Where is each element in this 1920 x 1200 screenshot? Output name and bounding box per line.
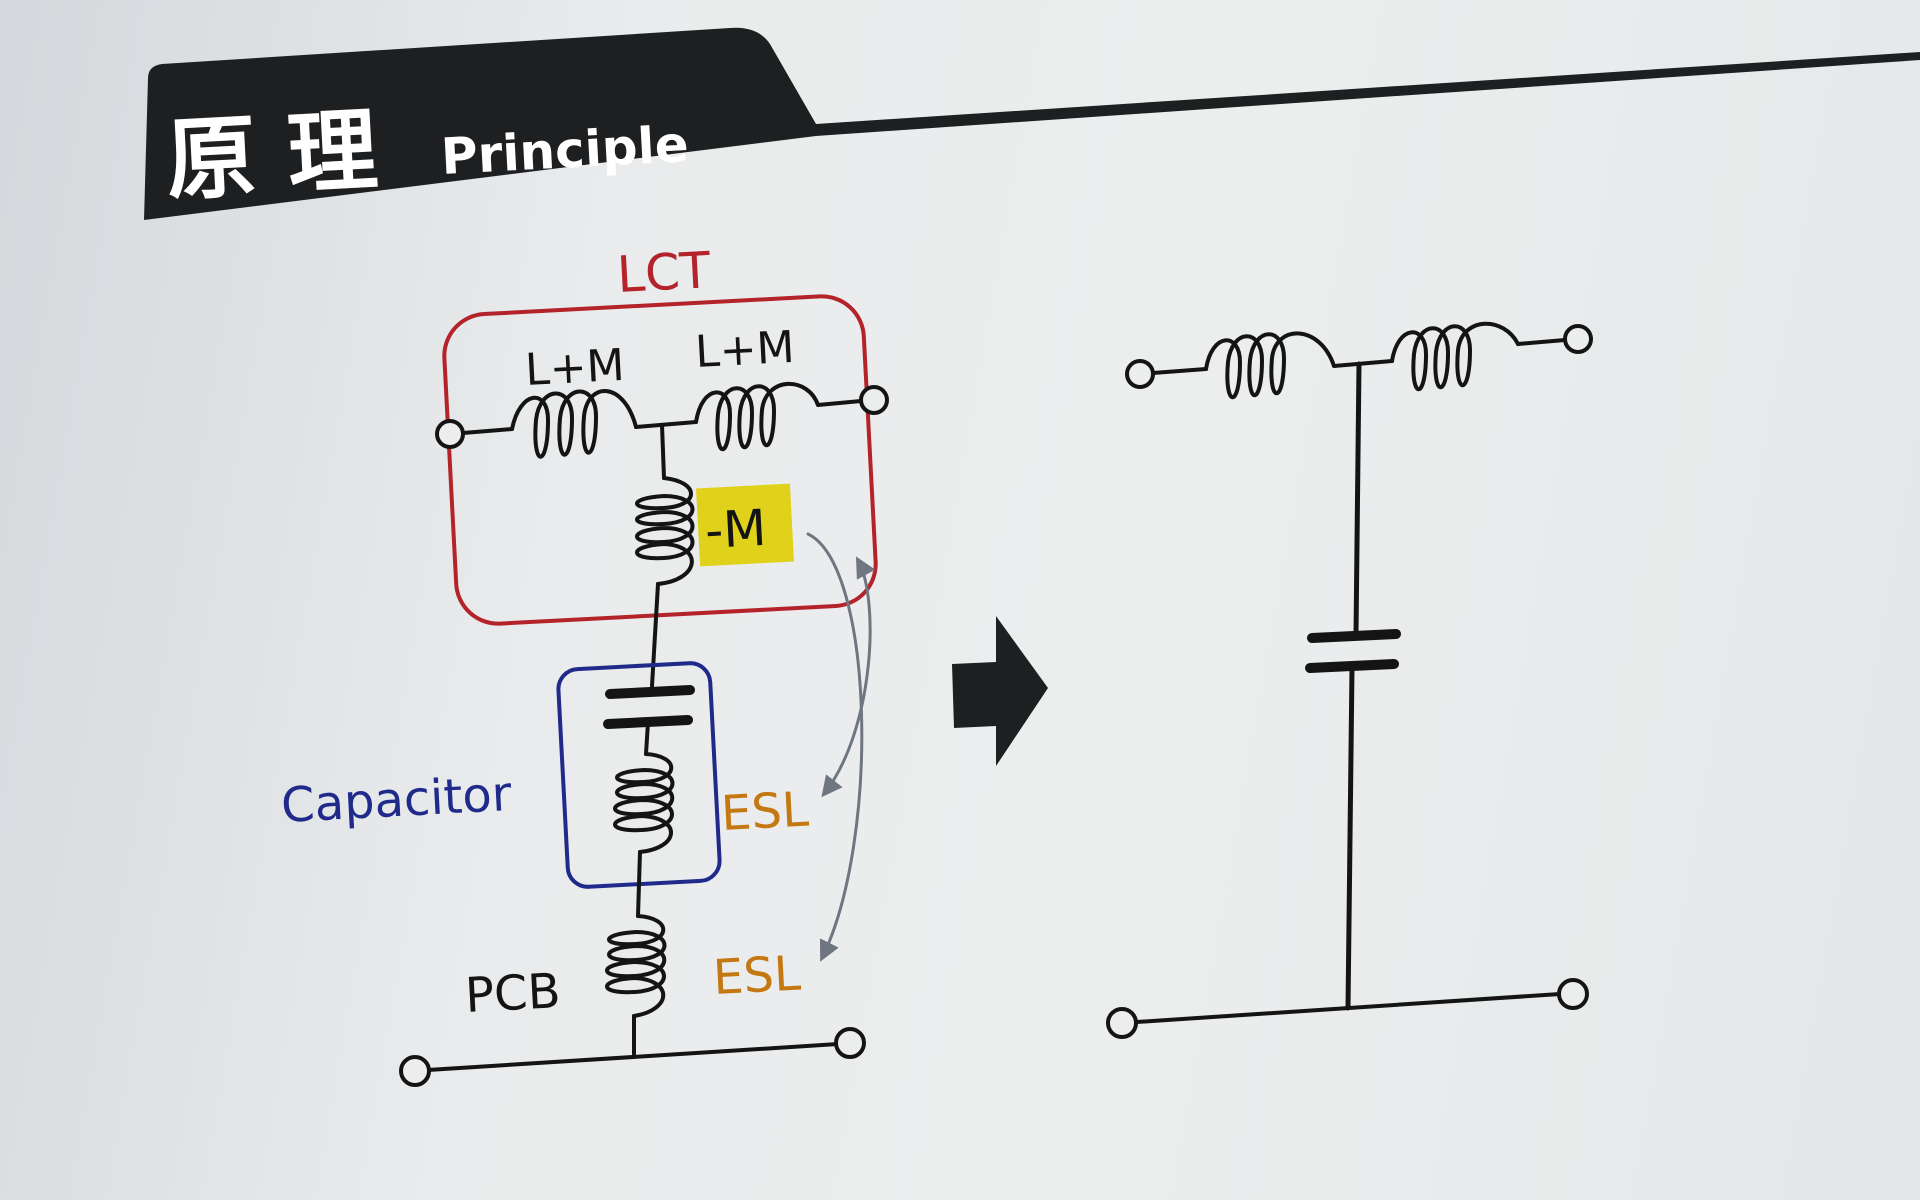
lct-title: LCT	[616, 241, 713, 304]
terminal-top-left	[435, 419, 465, 449]
capacitor-esl-label: ESL	[720, 781, 811, 842]
right-wire-vertical-upper	[1353, 361, 1362, 637]
header-title-en: Principle	[440, 115, 690, 186]
pcb-esl-coil	[605, 914, 667, 1018]
wire-top-left	[461, 427, 514, 435]
right-wire-top-left	[1151, 367, 1208, 375]
mutual-highlight	[696, 483, 794, 567]
left-circuit: LCT L+M L+M -M Capacitor ESL	[280, 241, 889, 1087]
capacitor-label: Capacitor	[280, 766, 513, 834]
right-capacitor-plate-top	[1307, 629, 1401, 643]
wire-top-right	[816, 399, 863, 407]
arrow-mutual-to-capacitor-esl	[821, 556, 876, 798]
wire-top-mid	[634, 420, 698, 429]
right-terminal-top-right	[1563, 324, 1593, 354]
wire-capacitor-to-pcb	[636, 850, 642, 918]
capacitor-plate-top	[605, 685, 695, 699]
inductor-left-label: L+M	[524, 340, 626, 396]
terminal-bottom-left	[399, 1055, 431, 1087]
right-inductor-left-coil	[1204, 331, 1336, 400]
pcb-esl-label: ESL	[712, 945, 803, 1006]
inductor-right-label: L+M	[694, 322, 796, 378]
inductor-mutual-coil	[635, 476, 695, 586]
terminal-bottom-right	[834, 1027, 866, 1059]
capacitor-box	[556, 661, 722, 889]
right-terminal-top-left	[1125, 359, 1155, 389]
right-wire-ground	[1135, 992, 1562, 1024]
capacitor-esl-coil	[613, 752, 675, 854]
header-title-cjk: 原 理	[164, 98, 381, 214]
right-circuit	[1106, 321, 1593, 1039]
wire-ground	[426, 1042, 840, 1072]
right-terminal-bottom-left	[1106, 1007, 1138, 1039]
header-banner: 原 理 Principle	[144, 27, 1920, 220]
inductor-right-coil	[694, 381, 820, 452]
arrow-mutual-to-pcb-esl	[806, 532, 864, 962]
right-wire-top-mid	[1332, 359, 1394, 368]
right-inductor-right-coil	[1390, 321, 1520, 392]
right-terminal-bottom-right	[1557, 978, 1589, 1010]
terminal-top-right	[859, 385, 889, 415]
wire-junction-down	[660, 423, 666, 480]
wire-capacitor-to-esl	[644, 720, 650, 756]
inductor-left-coil	[510, 389, 638, 459]
lct-box	[442, 294, 878, 626]
wire-lct-to-capacitor	[650, 582, 660, 688]
header-background	[144, 27, 1920, 220]
pcb-label: PCB	[464, 963, 562, 1024]
right-wire-vertical-lower	[1345, 665, 1355, 1011]
right-wire-top-right	[1516, 338, 1567, 346]
transform-arrow-icon	[952, 616, 1048, 766]
mutual-label: -M	[704, 499, 768, 560]
